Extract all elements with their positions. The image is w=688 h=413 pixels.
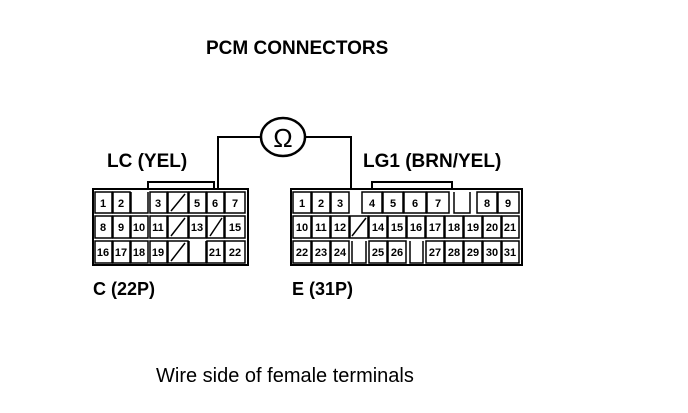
pin-e-28: 28: [448, 247, 460, 259]
pin-e-29: 29: [467, 247, 479, 259]
connector-c-latch: [147, 181, 215, 189]
pin-e-31: 31: [504, 247, 516, 259]
connector-c-row-1: 1 2 3 5 6 7: [94, 191, 246, 214]
pin-e-19: 19: [467, 222, 479, 234]
connector-c-body: [92, 188, 249, 266]
pin-c-21: 21: [209, 247, 221, 259]
ohm-symbol: Ω: [273, 123, 292, 153]
pin-e-21: 21: [504, 222, 516, 234]
pin-c-3: 3: [155, 198, 161, 210]
probe-lead-right: [305, 136, 352, 189]
ohmmeter-icon: Ω: [259, 116, 307, 158]
pin-c-17: 17: [115, 247, 127, 259]
pin-e-8: 8: [484, 198, 490, 210]
pin-c-19: 19: [152, 247, 164, 259]
pin-e-3: 3: [337, 198, 343, 210]
connector-c: 1 2 3 5 6 7 8 9 10 11 13 15: [92, 181, 249, 266]
pin-e-12: 12: [334, 222, 346, 234]
connector-e-label: E (31P): [292, 279, 353, 299]
pin-e-5: 5: [390, 198, 396, 210]
probe-right-label: LG1 (BRN/YEL): [363, 151, 501, 172]
pin-e-18: 18: [448, 222, 460, 234]
pin-c-13: 13: [191, 222, 203, 234]
pin-e-7: 7: [435, 198, 441, 210]
pin-e-27: 27: [429, 247, 441, 259]
pin-c-1: 1: [100, 198, 106, 210]
connector-e-row-1: 1 2 3 4 5 6 7 8 9: [292, 191, 520, 214]
pin-e-10: 10: [296, 222, 308, 234]
pin-e-6: 6: [412, 198, 418, 210]
connector-c-label: C (22P): [93, 279, 155, 299]
pin-c-22: 22: [229, 247, 241, 259]
diagram-caption: Wire side of female terminals: [156, 365, 414, 387]
probe-left-label: LC (YEL): [107, 151, 187, 172]
pin-c-16: 16: [97, 247, 109, 259]
pin-c-6: 6: [212, 198, 218, 210]
pin-c-18: 18: [133, 247, 145, 259]
pin-c-5: 5: [194, 198, 200, 210]
diagram-title: PCM CONNECTORS: [206, 38, 388, 59]
pin-e-17: 17: [429, 222, 441, 234]
pin-e-4: 4: [369, 198, 376, 210]
pin-e-1: 1: [299, 198, 305, 210]
connector-e-latch: [371, 181, 453, 189]
connector-e-row-2: 10 11 12 14 15 16 17 18 19 20 21: [292, 215, 520, 239]
pin-e-25: 25: [372, 247, 384, 259]
pin-e-15: 15: [391, 222, 403, 234]
pin-c-7: 7: [232, 198, 238, 210]
pin-c-10: 10: [133, 222, 145, 234]
pin-c-2: 2: [118, 198, 124, 210]
connector-c-row-3: 16 17 18 19 21 22: [94, 240, 246, 264]
connector-c-row-2: 8 9 10 11 13 15: [94, 215, 246, 239]
pin-e-23: 23: [315, 247, 327, 259]
pin-e-26: 26: [391, 247, 403, 259]
pin-c-8: 8: [100, 222, 106, 234]
probe-lead-left: [217, 136, 261, 189]
pin-e-9: 9: [505, 198, 511, 210]
pin-e-14: 14: [372, 222, 385, 234]
pin-c-11: 11: [152, 222, 164, 234]
pin-e-11: 11: [315, 222, 327, 234]
pin-e-30: 30: [486, 247, 498, 259]
pin-e-2: 2: [318, 198, 324, 210]
pin-c-9: 9: [118, 222, 124, 234]
connector-e: 1 2 3 4 5 6 7 8 9 10 11 12: [290, 181, 523, 266]
pin-e-24: 24: [334, 247, 347, 259]
pin-e-16: 16: [410, 222, 422, 234]
pin-e-20: 20: [486, 222, 498, 234]
pin-e-22: 22: [296, 247, 308, 259]
pin-c-15: 15: [229, 222, 241, 234]
connector-e-row-3: 22 23 24 25 26 27 28 29 30 31: [292, 240, 520, 264]
